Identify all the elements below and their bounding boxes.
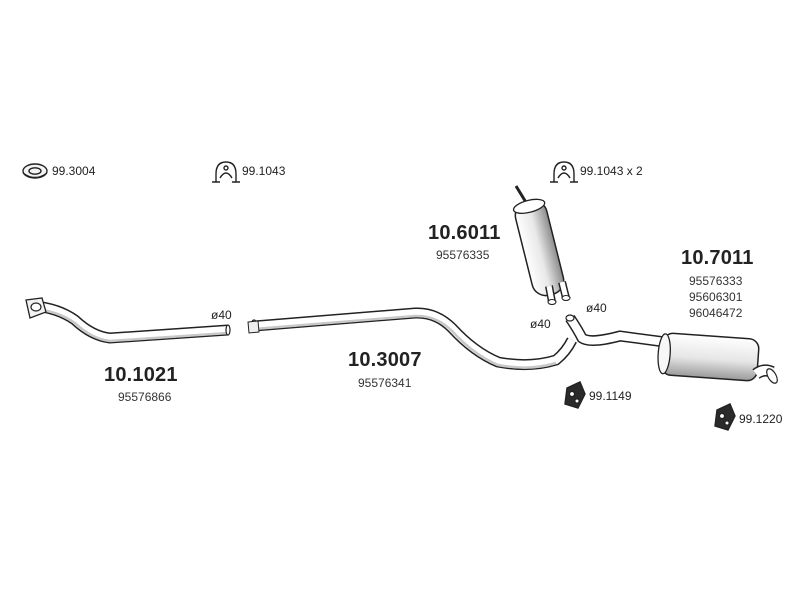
part-number-middle-pipe: 10.3007 [348, 349, 422, 371]
accessory-code-mount: 99.1149 [589, 389, 632, 403]
accessory-code-clamp-pair: 99.1043 x 2 [580, 164, 643, 178]
accessory-code-gasket: 99.3004 [52, 164, 96, 178]
diameter-label-front: ø40 [211, 308, 232, 322]
gasket-ring-icon [22, 163, 48, 179]
oe-number-middle-pipe: 95576341 [358, 376, 412, 390]
pipe-clamp-icon [212, 161, 240, 183]
middle-pipe [247, 307, 577, 371]
part-number-front-pipe: 10.1021 [104, 364, 178, 386]
rubber-mount-icon [714, 403, 736, 431]
diameter-label-rear: ø40 [586, 301, 607, 315]
accessory-code-clamp: 99.1043 [242, 164, 286, 178]
rear-silencer [565, 314, 778, 384]
rubber-mount-icon [564, 381, 586, 409]
front-pipe [25, 297, 231, 344]
diameter-label-middle: ø40 [530, 317, 551, 331]
oe-number-rear-silencer-3: 96046472 [689, 306, 743, 320]
accessory-code-mount-rear: 99.1220 [739, 412, 783, 426]
part-number-middle-silencer: 10.6011 [428, 222, 501, 244]
oe-number-rear-silencer-1: 95576333 [689, 274, 743, 288]
middle-silencer [512, 185, 571, 306]
oe-number-middle-silencer: 95576335 [436, 248, 490, 262]
oe-number-rear-silencer-2: 95606301 [689, 290, 743, 304]
oe-number-front-pipe: 95576866 [118, 390, 172, 404]
part-number-rear-silencer: 10.7011 [681, 247, 754, 269]
pipe-clamp-icon [550, 161, 578, 183]
